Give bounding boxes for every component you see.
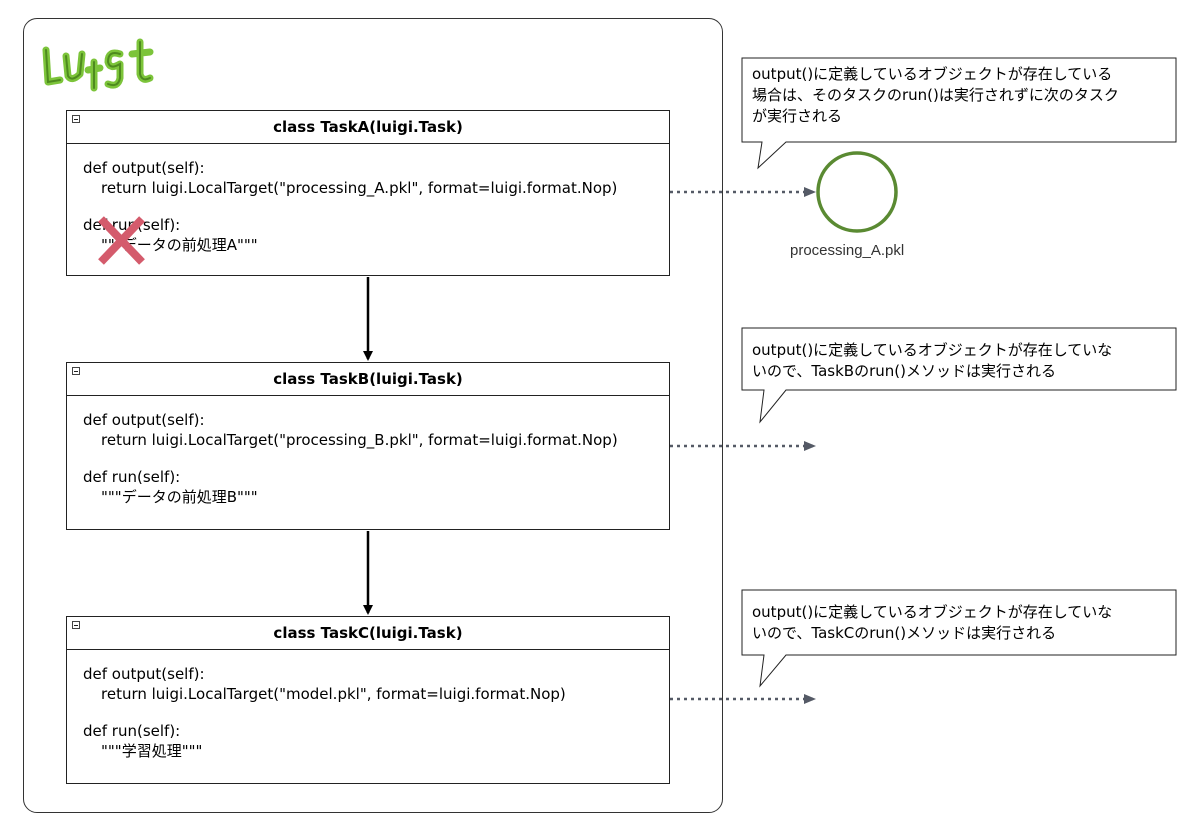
task-a-title: class TaskA(luigi.Task) (273, 118, 463, 136)
task-a-run-body: """データの前処理A""" (101, 236, 258, 254)
task-a-run-def: def run(self): (83, 216, 181, 234)
task-a-output-body: return luigi.LocalTarget("processing_A.p… (101, 179, 618, 197)
callout-2-text: output()に定義しているオブジェクトが存在していな いので、TaskBのr… (752, 341, 1113, 380)
callout-3-text: output()に定義しているオブジェクトが存在していな いので、TaskCのr… (752, 603, 1113, 642)
collapse-icon[interactable] (72, 367, 80, 375)
task-a-header: class TaskA(luigi.Task) (67, 111, 669, 144)
task-b-box: class TaskB(luigi.Task) def output(self)… (66, 362, 670, 530)
task-b-run-def: def run(self): (83, 468, 181, 486)
callout-2: output()に定義しているオブジェクトが存在していな いので、TaskBのr… (742, 336, 1176, 386)
callout-3: output()に定義しているオブジェクトが存在していな いので、TaskCのr… (742, 598, 1176, 648)
task-b-output-def: def output(self): (83, 411, 205, 429)
luigi-logo (42, 38, 154, 92)
task-c-run-body: """学習処理""" (101, 742, 203, 760)
task-c-header: class TaskC(luigi.Task) (67, 617, 669, 650)
collapse-icon[interactable] (72, 621, 80, 629)
task-b-run-body: """データの前処理B""" (101, 488, 258, 506)
task-c-run-def: def run(self): (83, 722, 181, 740)
file-node-label: processing_A.pkl (790, 242, 905, 259)
collapse-icon[interactable] (72, 115, 80, 123)
task-c-box: class TaskC(luigi.Task) def output(self)… (66, 616, 670, 784)
task-c-output-def: def output(self): (83, 665, 205, 683)
task-c-output-body: return luigi.LocalTarget("model.pkl", fo… (101, 685, 566, 703)
task-b-title: class TaskB(luigi.Task) (273, 370, 463, 388)
file-node-circle (816, 151, 898, 233)
task-a-box: class TaskA(luigi.Task) def output(self)… (66, 110, 670, 276)
callout-1-text: output()に定義しているオブジェクトが存在している 場合は、そのタスクのr… (752, 65, 1119, 125)
task-c-title: class TaskC(luigi.Task) (273, 624, 463, 642)
callout-1: output()に定義しているオブジェクトが存在している 場合は、そのタスクのr… (742, 60, 1176, 131)
task-b-header: class TaskB(luigi.Task) (67, 363, 669, 396)
task-a-output-def: def output(self): (83, 159, 205, 177)
task-b-output-body: return luigi.LocalTarget("processing_B.p… (101, 431, 618, 449)
